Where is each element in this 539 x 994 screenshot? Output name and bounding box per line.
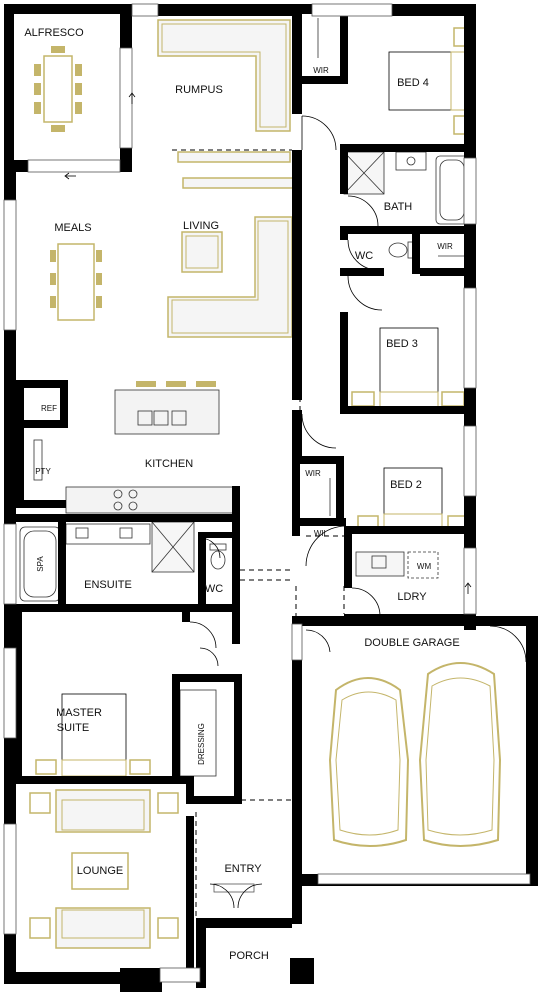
meals-chairs [50,250,102,308]
windows [3,3,531,983]
label-bed2: BED 2 [390,479,422,491]
rumpus-tv-unit [177,151,291,163]
bed3-bed [379,327,439,409]
label-wir-bed3: WIR [437,242,453,251]
label-rumpus: RUMPUS [175,84,223,96]
label-bath: BATH [384,201,413,213]
living-tv-unit [182,177,294,189]
label-wm: WM [417,562,432,571]
label-master-suite-2: SUITE [57,722,89,734]
bath-tub [435,155,469,225]
dashed-openings [172,149,464,918]
label-spa: SPA [36,556,45,572]
bed2-bed [383,467,443,529]
alfresco-table [43,55,73,123]
label-double-garage: DOUBLE GARAGE [364,637,459,649]
label-lounge: LOUNGE [77,865,123,877]
kitchen-bench [65,486,235,514]
toilet-lower [210,550,226,570]
living-armchair [181,231,223,273]
walls [4,4,538,992]
meals-table [57,243,95,321]
toilet-upper [388,242,408,258]
kitchen-island [114,389,220,435]
label-pty: PTY [35,467,51,476]
label-wil: WIL [314,529,329,538]
label-wc-lower: WC [205,583,223,595]
bed4-bed [388,51,468,111]
master-bed [61,693,127,777]
alfresco-chairs [34,46,82,132]
door-swings [189,115,527,909]
label-wir-bed2: WIR [305,469,321,478]
lounge-sofa-bottom [55,907,151,949]
cooktop [113,489,138,511]
label-alfresco: ALFRESCO [24,27,84,39]
label-bed4: BED 4 [397,77,429,89]
label-ldry: LDRY [397,591,427,603]
label-bed3: BED 3 [386,338,418,350]
label-dressing: DRESSING [197,723,206,765]
lounge-coffee-table [71,852,129,890]
room-labels: ALFRESCO RUMPUS BED 4 WIR BATH MEALS LIV… [24,27,459,962]
label-ref: REF [41,404,57,413]
label-wir-bed4: WIR [313,66,329,75]
label-porch: PORCH [229,950,269,962]
washing-machine-box [407,551,439,579]
label-entry: ENTRY [224,863,262,875]
rumpus-sofa [157,19,291,132]
label-master-suite-1: MASTER [56,707,102,719]
label-wc-upper: WC [355,250,373,262]
lounge-sofa-top [55,789,151,833]
label-kitchen: KITCHEN [145,458,193,470]
island-stools [136,381,216,387]
slide-arrows [64,92,472,594]
fixtures-layer [19,18,469,777]
laundry-trough [355,551,405,577]
label-ensuite: ENSUITE [84,579,132,591]
pantry-shelf [33,439,43,481]
bath-vanity [395,151,427,171]
label-living: LIVING [183,220,219,232]
label-meals: MEALS [54,222,91,234]
ensuite-vanity [65,523,151,545]
garage-cars [328,662,502,847]
